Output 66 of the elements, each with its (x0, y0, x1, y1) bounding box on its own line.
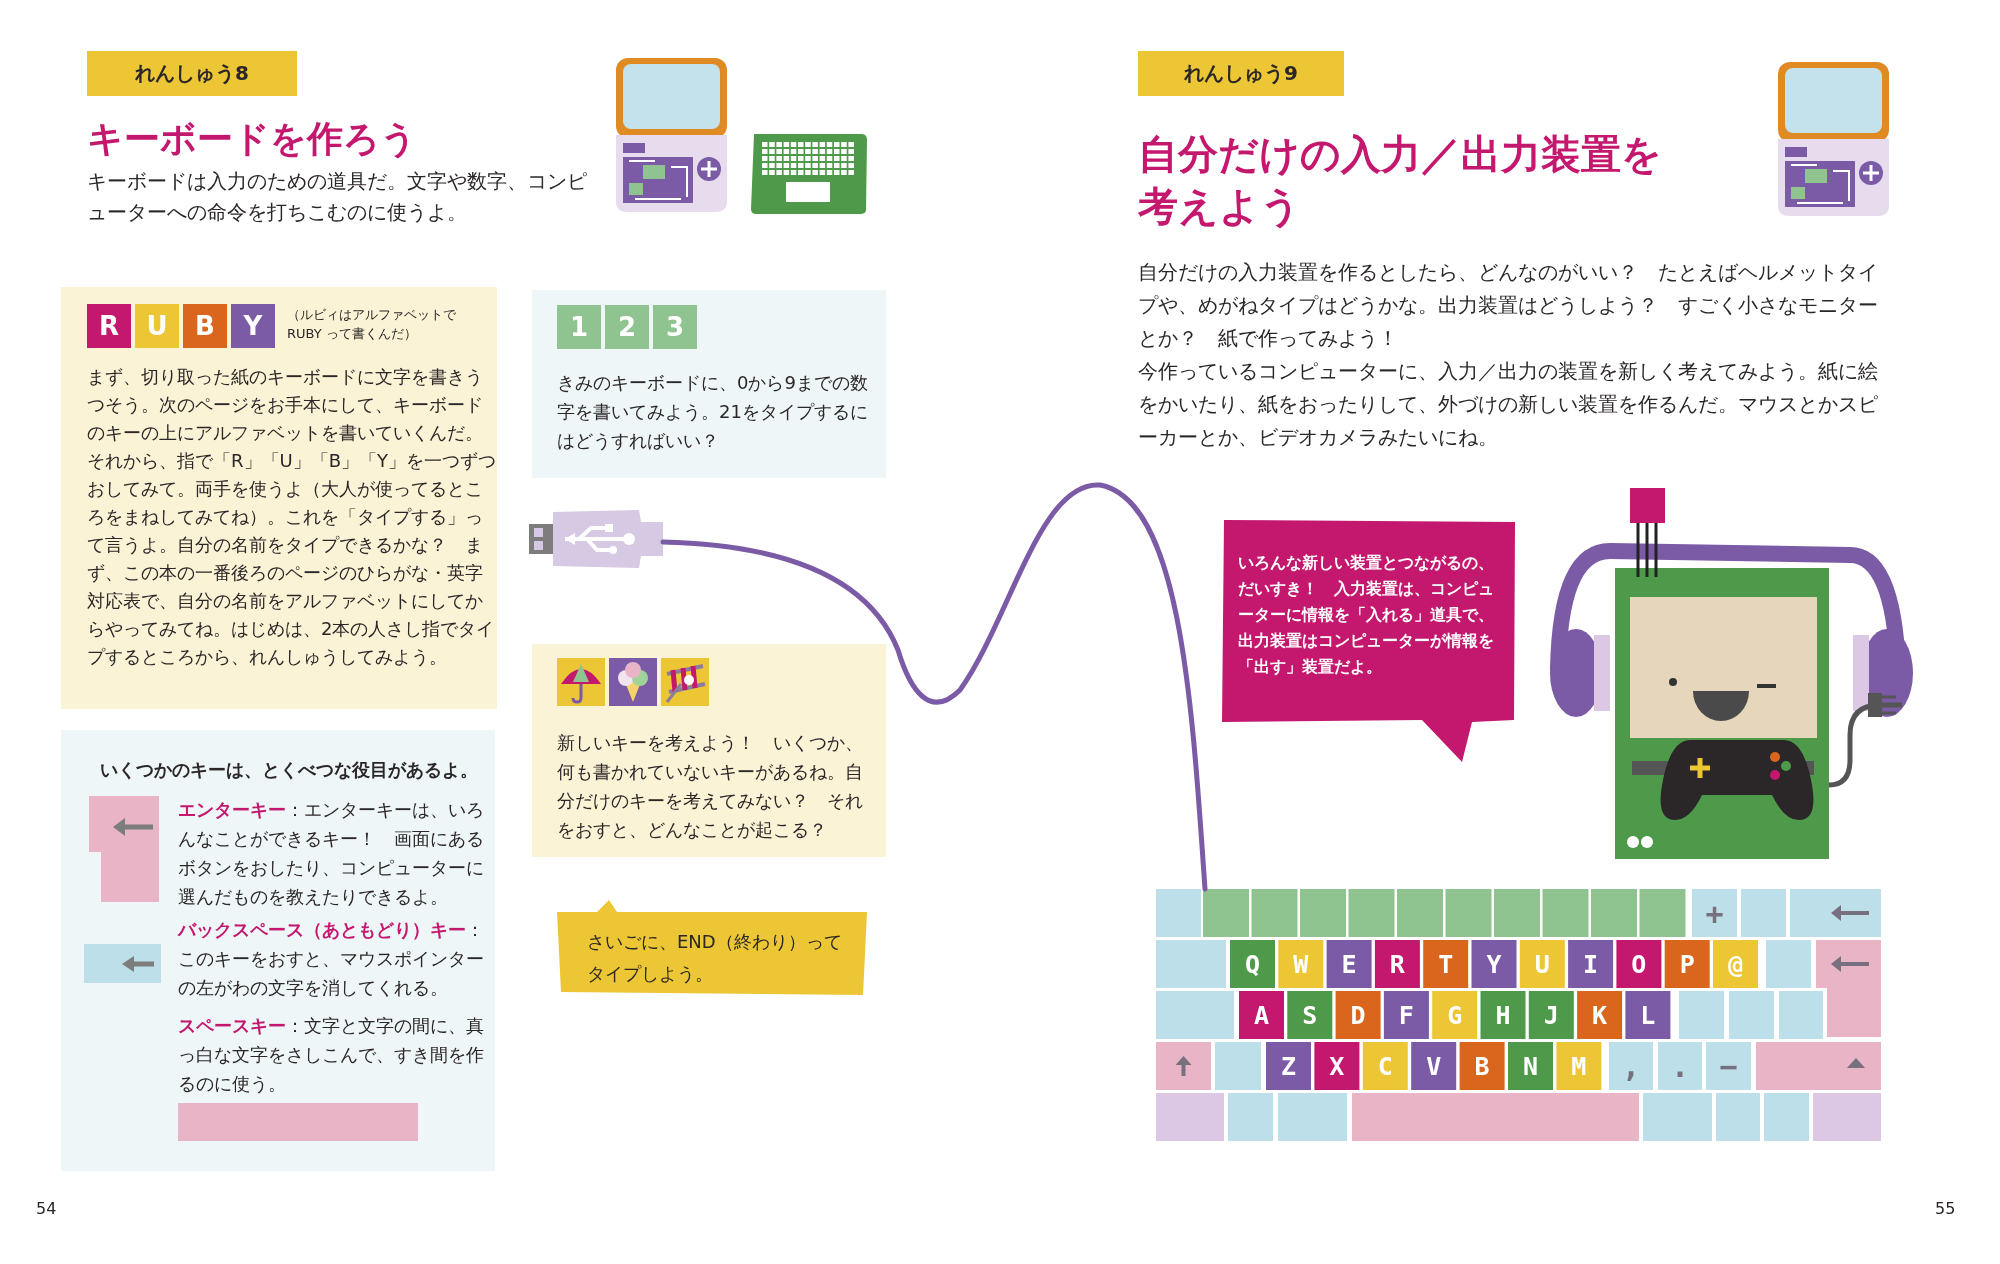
letter-tile: Y (231, 304, 275, 348)
key-label: . (1669, 1047, 1691, 1086)
key-label: C (1376, 1050, 1394, 1083)
key-label: T (1437, 948, 1455, 981)
body-text: きみのキーボードに、0から9までの数字を書いてみよう。21をタイプするにはどうすればいい？ (557, 371, 869, 453)
letter-tile: R (87, 304, 131, 348)
key-label: U (1533, 948, 1551, 981)
bubble-text: いろんな新しい装置とつながるの、だいすき！ 入力装置は、コンピューターに情報を「入れる」道具で、出力装置はコンピューターが情報を「出す」装置だよ。 (1238, 553, 1495, 678)
key-description: エンターキー：エンターキーは、いろんなことができるキー！ 画面にあるボタンをおしたり、コンピューターに選んだものを教えたりできるよ。 (178, 799, 484, 909)
intro-text: キーボードは入力のための道具だ。文字や数字、コンピューターへの命令を打ちこむのに使うよ。 (87, 169, 588, 226)
key-label: @ (1726, 948, 1745, 981)
callout-box (557, 900, 867, 995)
text-panel (532, 290, 886, 478)
key-label: K (1591, 999, 1609, 1032)
key-label: Z (1279, 1050, 1298, 1083)
key-label: X (1328, 1050, 1346, 1083)
key-description: スペースキー：文字と文字の間に、真っ白な文字をさしこんで、すき間を作るのに使う。 (178, 1015, 484, 1096)
number-tile: 3 (653, 305, 697, 349)
key-label: E (1340, 948, 1358, 981)
page-number: 54 (36, 1199, 58, 1218)
body-text: 新しいキーを考えよう！ いくつか、何も書かれていないキーがあるね。自分だけのキーを考えてみない？ それをおすと、どんなことが起こる？ (557, 731, 864, 842)
key-label: V (1425, 1050, 1443, 1083)
key-label: O (1630, 948, 1648, 981)
key-label: P (1678, 948, 1696, 981)
speech-bubble (1222, 520, 1515, 762)
intro-text: 今作っているコンピューターに、入力／出力の装置を新しく考えてみよう。紙に絵をかいたり、紙をおったりして、外づけの新しい装置を作るんだ。マウスとかスピーカーとか、ビデオカメラみたいにね。 (1138, 359, 1879, 451)
key-description: バックスペース（あともどり）キー：このキーをおすと、マウスポインターの左がわの文字を消してくれる。 (178, 919, 484, 1000)
key-label: Q (1243, 948, 1262, 981)
number-tile: 2 (605, 305, 649, 349)
keyboard-drawing (1156, 889, 1881, 1144)
key-label: R (1388, 948, 1406, 981)
page-title: キーボードを作ろう (87, 117, 418, 161)
key-label: + (1704, 894, 1725, 933)
callout-text: さいごに、END（終わり）ってタイプしよう。 (587, 930, 843, 986)
key-label: M (1570, 1050, 1588, 1083)
key-label: I (1582, 948, 1600, 981)
usb-plug-drawing (529, 510, 663, 568)
key-label: W (1292, 948, 1310, 981)
heading-text: いくつかのキーは、とくべつな役目があるよ。 (100, 759, 479, 782)
note-text: （ルビィはアルファベットで RUBY って書くんだ） (287, 306, 457, 343)
key-label: J (1542, 999, 1560, 1032)
text-panel (61, 730, 495, 1171)
key-label: F (1397, 999, 1415, 1032)
cable-line (660, 482, 1208, 892)
letter-tile: U (135, 304, 179, 348)
key-label: N (1521, 1050, 1540, 1083)
key-label: , (1620, 1047, 1642, 1086)
intro-text: 自分だけの入力装置を作るとしたら、どんなのがいい？ たとえばヘルメットタイプや、めがねタイプはどうかな。出力装置はどうしよう？ すごく小さなモニターとか？ 紙で作ってみよう！ (1138, 260, 1879, 352)
exercise-tag: れんしゅう8 (87, 51, 297, 96)
key-label: H (1494, 999, 1512, 1032)
body-text: まず、切り取った紙のキーボードに文字を書きうつそう。次のページをお手本にして、キーボードのキーの上にアルファベットを書いていくんだ。それから、指で「R」「U」「B」「Y」を一つずつおしてみて。両手を使うよ（大人が使ってるところをまねしてみてね）。これを「タイプする」って言うよ。自分の名前をタイプできるかな？ まず、この本の一番後ろのページのひらがな・英字対応表で、自分の名前をアルファベットにしてからやってみてね。はじめは、2本の人さし指でタイプするところから、れんしゅうしてみよう。 (87, 365, 498, 669)
letter-tile: B (183, 304, 227, 348)
key-label: Y (1485, 948, 1503, 981)
key-label: D (1349, 999, 1367, 1032)
text-panel (61, 287, 497, 709)
key-label: − (1718, 1047, 1739, 1086)
key-label: B (1473, 1050, 1491, 1083)
key-label: A (1252, 999, 1271, 1032)
page-number: 55 (1935, 1199, 1957, 1218)
key-label: G (1446, 999, 1464, 1032)
exercise-tag: れんしゅう9 (1138, 51, 1344, 96)
page-title: 自分だけの入力／出力装置を考えよう (1138, 130, 1663, 231)
text-panel (532, 644, 886, 857)
key-label: L (1639, 999, 1657, 1032)
number-tile: 1 (557, 305, 601, 349)
key-label: S (1301, 999, 1319, 1032)
